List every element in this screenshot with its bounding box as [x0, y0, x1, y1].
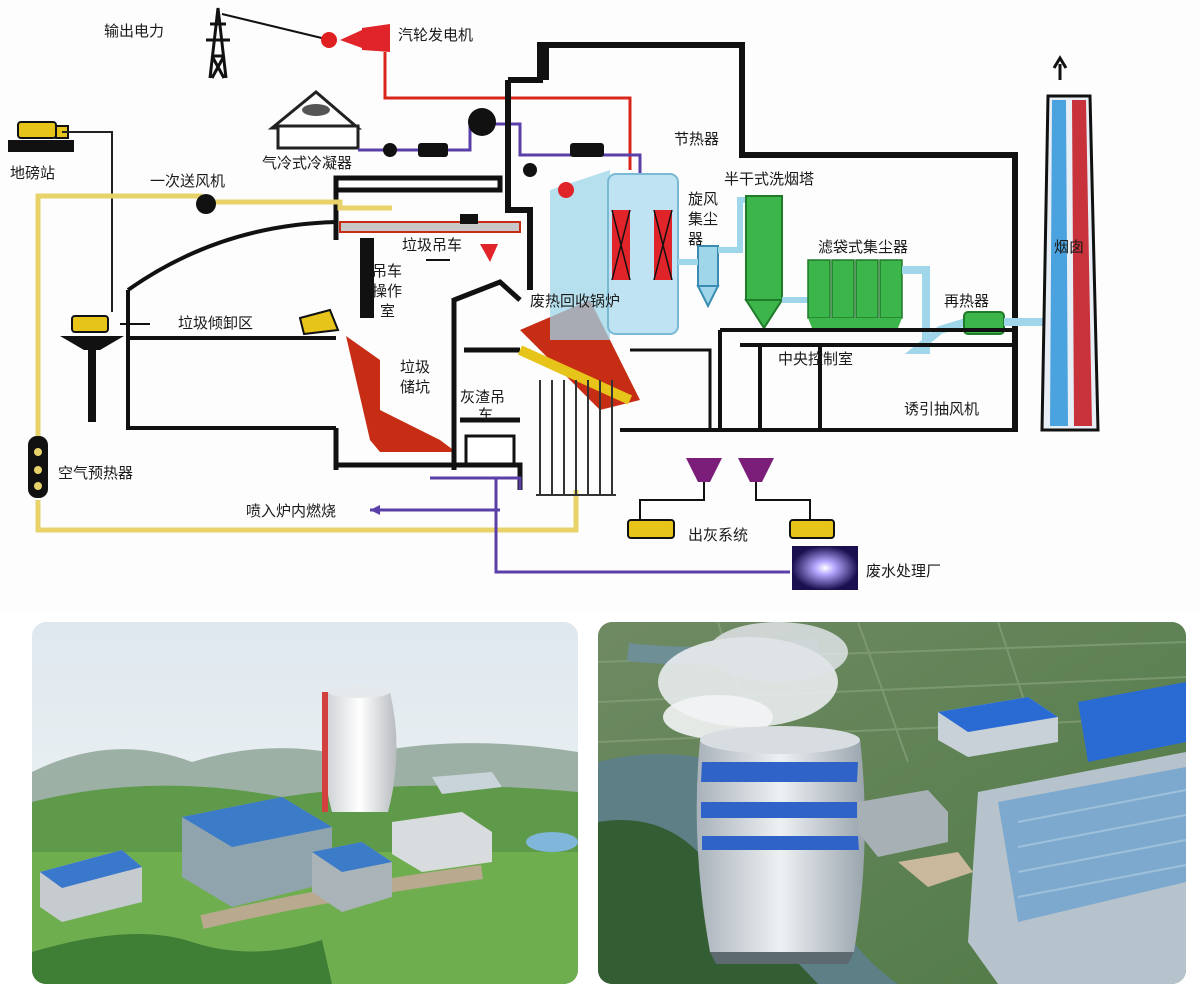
ash-truck-left [627, 519, 675, 539]
label-dump-area: 垃圾倾卸区 [178, 314, 253, 332]
weighbridge-truck [8, 121, 74, 152]
furnace-frame [451, 279, 522, 470]
label-chimney: 烟囱 [1054, 238, 1084, 256]
dump-truck-left [60, 315, 124, 422]
cyclone-collector [678, 245, 720, 309]
storage-pit [346, 336, 456, 452]
transmission-tower [206, 7, 230, 79]
label-crane-room-1: 吊车 [372, 262, 402, 280]
incineration-process-diagram: 输出电力 汽轮发电机 气冷式冷凝器 地磅站 一次送风机 垃圾吊车 吊车 操作 室… [8, 7, 1100, 590]
label-reheater: 再热器 [944, 292, 989, 310]
label-crane-room-2: 操作 [372, 282, 402, 300]
waste-water-line [430, 476, 790, 574]
dump-hall [126, 220, 337, 430]
condenser-shape [267, 90, 363, 150]
label-induced-fan: 诱引抽风机 [904, 400, 979, 418]
semi-dry-scrubber [744, 195, 784, 330]
label-cyclone-2: 集尘 [688, 210, 718, 228]
turbine-shape [340, 24, 390, 52]
label-central-control: 中央控制室 [778, 350, 853, 368]
lower-building [620, 328, 1015, 432]
label-storage-pit-1: 垃圾 [400, 358, 430, 376]
ash-hoppers [686, 458, 774, 482]
crane-rail [339, 221, 521, 233]
label-ash-system: 出灰系统 [688, 526, 748, 544]
label-spray-into-furnace: 喷入炉内燃烧 [246, 502, 336, 520]
label-crane-room-3: 室 [380, 302, 395, 320]
label-storage-pit-2: 储坑 [400, 378, 430, 396]
ash-truck-right [789, 519, 835, 539]
boiler-house-outline [505, 42, 1018, 432]
bag-filter [807, 259, 903, 328]
plant-aerial-illustration [598, 622, 1186, 984]
label-air-cooled-condenser: 气冷式冷凝器 [262, 154, 352, 172]
boiler-tubes [536, 380, 616, 496]
label-air-preheater: 空气预热器 [58, 464, 133, 482]
plant-rendering-photo [32, 622, 578, 984]
flue-duct [902, 266, 968, 354]
label-garbage-crane: 垃圾吊车 [402, 236, 462, 254]
plant-aerial-photo [598, 622, 1186, 984]
crane-grab-icon [480, 244, 498, 262]
label-waste-heat-boiler: 废热回收锅炉 [530, 292, 620, 310]
diagram-canvas: 输出电力 汽轮发电机 气冷式冷凝器 地磅站 一次送风机 垃圾吊车 吊车 操作 室… [8, 7, 1100, 590]
dump-truck-right [298, 308, 340, 336]
label-economizer: 节热器 [674, 130, 719, 148]
plant-rendering-illustration [32, 622, 578, 984]
label-power-output: 输出电力 [104, 22, 164, 40]
label-bag-filter: 滤袋式集尘器 [818, 238, 908, 256]
power-line [221, 13, 331, 41]
waste-heat-boiler [550, 170, 610, 340]
label-ash-crane-2: 车 [478, 406, 493, 424]
label-turbine-generator: 汽轮发电机 [398, 26, 473, 44]
wastewater-plant-icon [792, 546, 858, 590]
generator-node [321, 32, 337, 48]
label-cyclone-3: 器 [688, 230, 703, 248]
label-wastewater-plant: 废水处理厂 [866, 562, 941, 580]
chimney [1040, 55, 1100, 432]
label-weighbridge: 地磅站 [10, 164, 55, 182]
label-semi-dry-scrubber: 半干式洗烟塔 [724, 170, 814, 188]
label-ash-crane-1: 灰渣吊 [460, 388, 505, 406]
label-cyclone-1: 旋风 [688, 190, 718, 208]
primary-fan-icon [196, 194, 216, 214]
label-primary-fan: 一次送风机 [150, 172, 225, 190]
